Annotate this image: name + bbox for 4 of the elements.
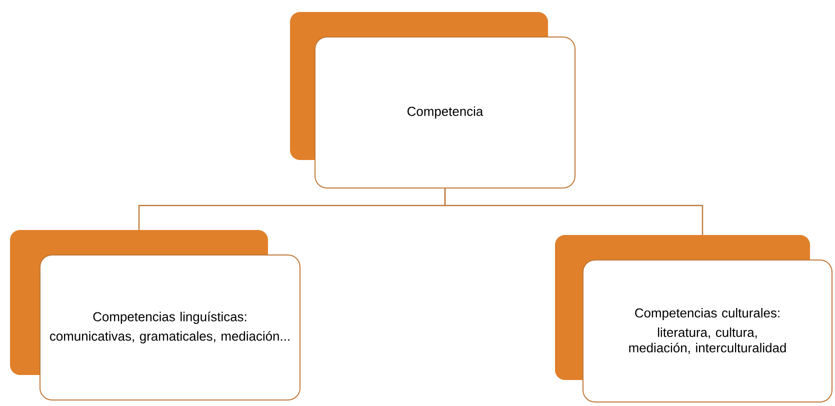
process-box: Competencia — [290, 12, 576, 188]
connector-line — [444, 188, 704, 235]
process-box: Competencias culturales: literatura, cultura, mediación, interculturalidad — [555, 235, 832, 402]
process-box: Competencias linguísticas: comunicativas, gramaticales, mediación... — [10, 230, 300, 400]
